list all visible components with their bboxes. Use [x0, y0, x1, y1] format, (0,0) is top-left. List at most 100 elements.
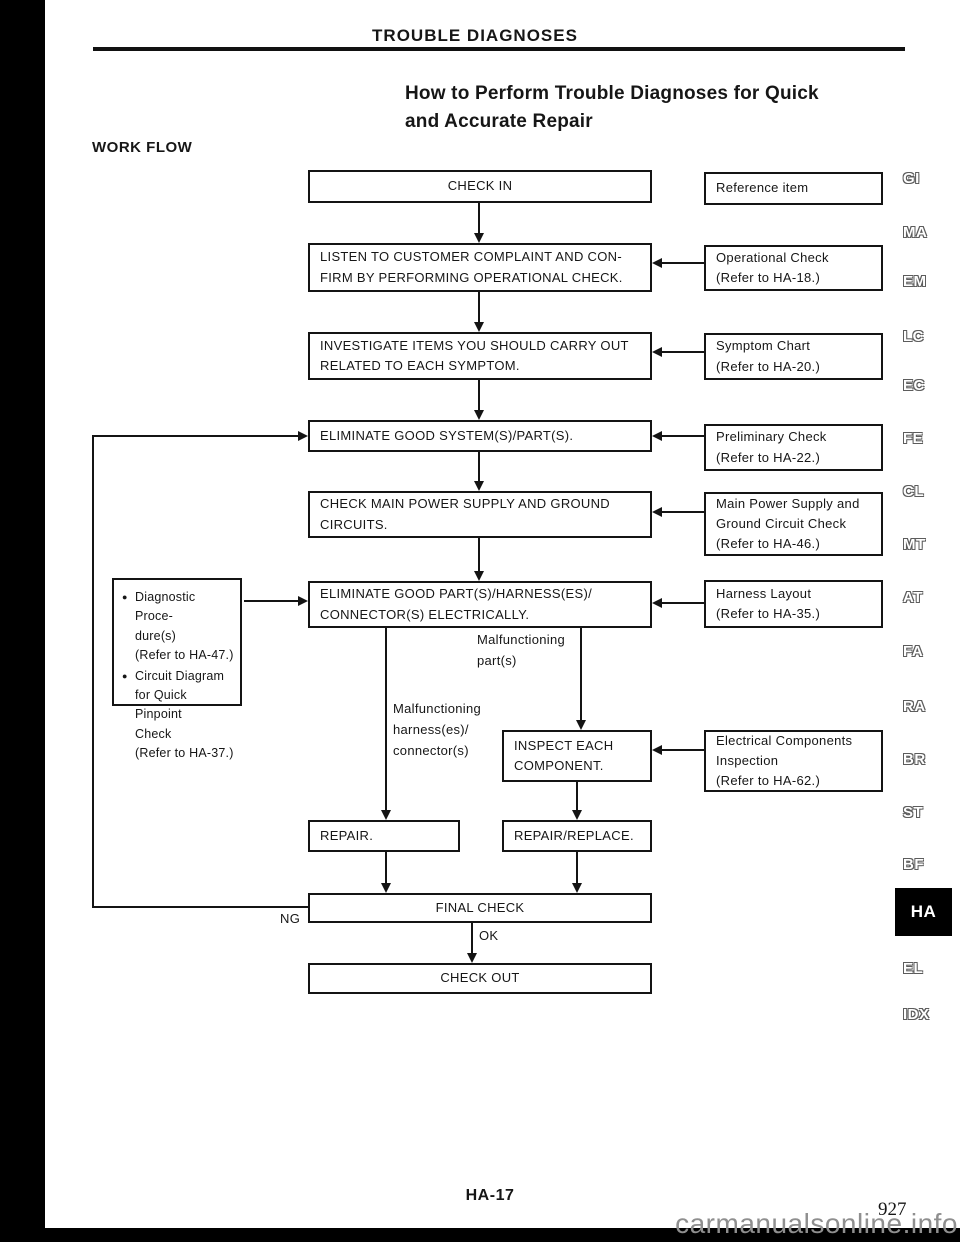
- arrow-down-icon: [474, 410, 484, 420]
- workflow-label: WORK FLOW: [92, 139, 193, 156]
- ref-box-header-label: Reference item: [716, 180, 809, 196]
- ref-electrical-inspection-label: Electrical Components Inspection (Refer …: [716, 732, 853, 789]
- connector-line: [661, 262, 704, 264]
- flow-box-listen: LISTEN TO CUSTOMER COMPLAINT AND CON- FI…: [308, 243, 652, 292]
- margin-tab-el: EL: [903, 960, 924, 977]
- note-item-diagnostic-procedure: ● Diagnostic Proce- dure(s) (Refer to HA…: [122, 588, 236, 666]
- connector-line: [661, 435, 704, 437]
- flow-box-eliminate-part-label: ELIMINATE GOOD PART(S)/HARNESS(ES)/ CONN…: [320, 586, 592, 622]
- arrow-left-icon: [652, 507, 662, 517]
- ref-box-harness-layout: Harness Layout (Refer to HA-35.): [704, 580, 883, 628]
- margin-tab-lc: LC: [903, 328, 924, 345]
- connector-line: [478, 380, 480, 411]
- connector-line: [478, 538, 480, 572]
- connector-line: [385, 852, 387, 884]
- arrow-down-icon: [576, 720, 586, 730]
- connector-line: [385, 628, 387, 811]
- connector-line: [661, 749, 704, 751]
- connector-line: [478, 203, 480, 234]
- bullet-icon: ●: [122, 592, 128, 602]
- ref-preliminary-check-label: Preliminary Check (Refer to HA-22.): [716, 429, 827, 465]
- watermark-text: carmanualsonline.info: [675, 1208, 958, 1239]
- section-heading: How to Perform Trouble Diagnoses for Qui…: [405, 83, 819, 132]
- margin-tab-gi: GI: [903, 170, 920, 187]
- ref-box-main-power: Main Power Supply and Ground Circuit Che…: [704, 492, 883, 556]
- label-ok: OK: [479, 928, 499, 943]
- footer-page-code: HA-17: [465, 1187, 515, 1204]
- note-item-circuit-diagram: ● Circuit Diagram for Quick Pinpoint Che…: [122, 667, 236, 764]
- flow-box-listen-label: LISTEN TO CUSTOMER COMPLAINT AND CON- FI…: [320, 249, 623, 285]
- flow-box-check-in: CHECK IN: [308, 170, 652, 203]
- connector-line: [576, 782, 578, 811]
- margin-tab-at: AT: [903, 589, 923, 606]
- arrow-right-icon: [298, 431, 308, 441]
- connector-line: [478, 452, 480, 482]
- flow-box-final-check-label: FINAL CHECK: [435, 899, 525, 915]
- flow-box-repair-replace-label: REPAIR/REPLACE.: [514, 827, 634, 843]
- margin-tab-em: EM: [903, 273, 927, 290]
- arrow-down-icon: [474, 233, 484, 243]
- left-black-margin: [0, 0, 45, 1242]
- connector-line: [661, 602, 704, 604]
- flow-box-inspect-label: INSPECT EACH COMPONENT.: [514, 737, 614, 773]
- feedback-line: [92, 435, 298, 437]
- ref-box-symptom-chart: Symptom Chart (Refer to HA-20.): [704, 333, 883, 380]
- footer-page-number: 927: [878, 1199, 907, 1220]
- connector-line: [478, 292, 480, 323]
- label-malfunctioning-harness: Malfunctioning harness(es)/ connector(s): [393, 701, 482, 758]
- flow-box-repair-replace: REPAIR/REPLACE.: [502, 820, 652, 852]
- margin-tab-ec: EC: [903, 377, 925, 394]
- ref-harness-layout-label: Harness Layout (Refer to HA-35.): [716, 585, 821, 621]
- ref-main-power-label: Main Power Supply and Ground Circuit Che…: [716, 495, 860, 552]
- flow-box-eliminate-system-label: ELIMINATE GOOD SYSTEM(S)/PART(S).: [320, 427, 574, 443]
- label-ng: NG: [280, 911, 301, 926]
- arrow-down-icon: [381, 810, 391, 820]
- connector-line: [244, 600, 299, 602]
- note-box-diagnostic: ● Diagnostic Proce- dure(s) (Refer to HA…: [112, 578, 242, 760]
- arrow-down-icon: [572, 883, 582, 893]
- note-circuit-diagram-text: Circuit Diagram for Quick Pinpoint Check…: [135, 668, 234, 761]
- ref-box-operational-check: Operational Check (Refer to HA-18.): [704, 245, 883, 291]
- flow-box-check-power: CHECK MAIN POWER SUPPLY AND GROUND CIRCU…: [308, 491, 652, 538]
- margin-tab-cl: CL: [903, 483, 924, 500]
- connector-line: [471, 923, 473, 954]
- arrow-down-icon: [381, 883, 391, 893]
- margin-tab-mt: MT: [903, 536, 926, 553]
- margin-tab-ha-active: HA: [895, 888, 952, 936]
- title-rule: [93, 47, 905, 51]
- flow-box-check-power-label: CHECK MAIN POWER SUPPLY AND GROUND CIRCU…: [320, 496, 610, 532]
- margin-tab-idx: IDX: [903, 1006, 930, 1023]
- ref-box-header: Reference item: [704, 172, 883, 205]
- ref-box-preliminary-check: Preliminary Check (Refer to HA-22.): [704, 424, 883, 471]
- label-malfunctioning-parts: Malfunctioning part(s): [477, 632, 566, 668]
- margin-tab-fa: FA: [903, 643, 924, 660]
- bullet-icon: ●: [122, 670, 128, 681]
- arrow-right-icon: [298, 596, 308, 606]
- margin-tab-ra: RA: [903, 698, 926, 715]
- ref-box-electrical-inspection: Electrical Components Inspection (Refer …: [704, 730, 883, 792]
- flow-box-investigate-label: INVESTIGATE ITEMS YOU SHOULD CARRY OUT R…: [320, 337, 629, 373]
- arrow-down-icon: [474, 322, 484, 332]
- ref-operational-check-label: Operational Check (Refer to HA-18.): [716, 249, 829, 285]
- page-title: TROUBLE DIAGNOSES: [372, 26, 578, 45]
- arrow-down-icon: [474, 481, 484, 491]
- arrow-down-icon: [467, 953, 477, 963]
- flow-box-eliminate-system: ELIMINATE GOOD SYSTEM(S)/PART(S).: [308, 420, 652, 452]
- arrow-left-icon: [652, 745, 662, 755]
- flow-box-investigate: INVESTIGATE ITEMS YOU SHOULD CARRY OUT R…: [308, 332, 652, 380]
- arrow-left-icon: [652, 347, 662, 357]
- connector-line: [661, 351, 704, 353]
- bottom-black-bar: [0, 1228, 960, 1242]
- margin-tab-ma: MA: [903, 224, 928, 241]
- margin-tab-st: ST: [903, 804, 924, 821]
- flow-box-final-check: FINAL CHECK: [308, 893, 652, 923]
- flow-box-repair-label: REPAIR.: [320, 827, 374, 843]
- feedback-line: [92, 435, 94, 908]
- margin-tab-br: BR: [903, 751, 926, 768]
- flow-box-check-in-label: CHECK IN: [447, 178, 513, 194]
- connector-line: [661, 511, 704, 513]
- flow-box-repair: REPAIR.: [308, 820, 460, 852]
- arrow-left-icon: [652, 258, 662, 268]
- margin-tab-fe: FE: [903, 430, 924, 447]
- flow-box-check-out: CHECK OUT: [308, 963, 652, 994]
